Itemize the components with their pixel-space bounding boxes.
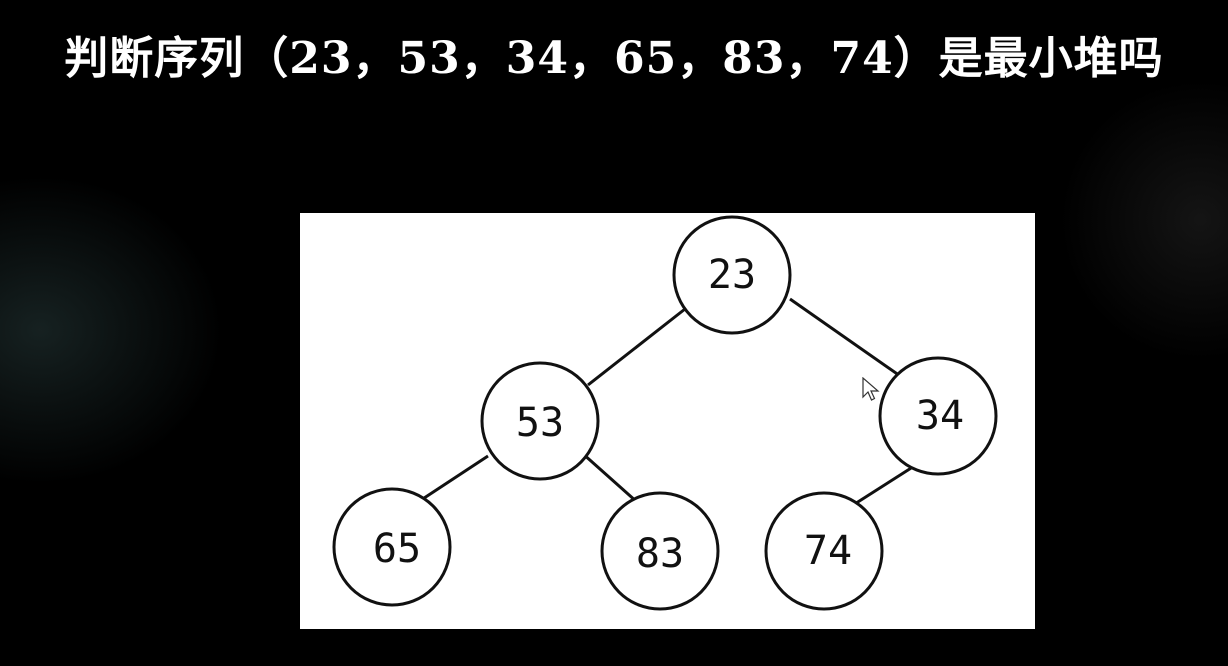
node-label: 74 [804, 528, 852, 574]
tree-node: 34 [878, 356, 998, 476]
tree-node: 23 [672, 215, 792, 335]
tree-diagram-panel: 23 53 34 65 83 74 [300, 213, 1035, 629]
edge-23-53 [587, 307, 686, 387]
edge-34-74 [849, 461, 920, 509]
node-circle [878, 356, 998, 476]
edge-23-34 [789, 297, 904, 380]
node-circle [672, 215, 792, 335]
node-circle [332, 487, 452, 607]
tree-node: 53 [480, 361, 600, 481]
tree-node: 74 [764, 491, 884, 611]
tree-node: 83 [600, 491, 720, 611]
tree-node: 65 [332, 487, 452, 607]
mouse-pointer-icon [862, 377, 880, 401]
heap-tree-diagram: 23 53 34 65 83 74 [332, 215, 998, 611]
node-circle [480, 361, 600, 481]
node-label: 65 [373, 526, 421, 572]
slide-title: 判断序列（23，53，34，65，83，74）是最小堆吗 [64, 33, 1164, 84]
node-circle [600, 491, 720, 611]
node-label: 83 [636, 531, 684, 577]
node-label: 23 [708, 252, 756, 298]
node-label: 53 [516, 400, 564, 446]
node-circle [764, 491, 884, 611]
node-label: 34 [916, 393, 964, 439]
